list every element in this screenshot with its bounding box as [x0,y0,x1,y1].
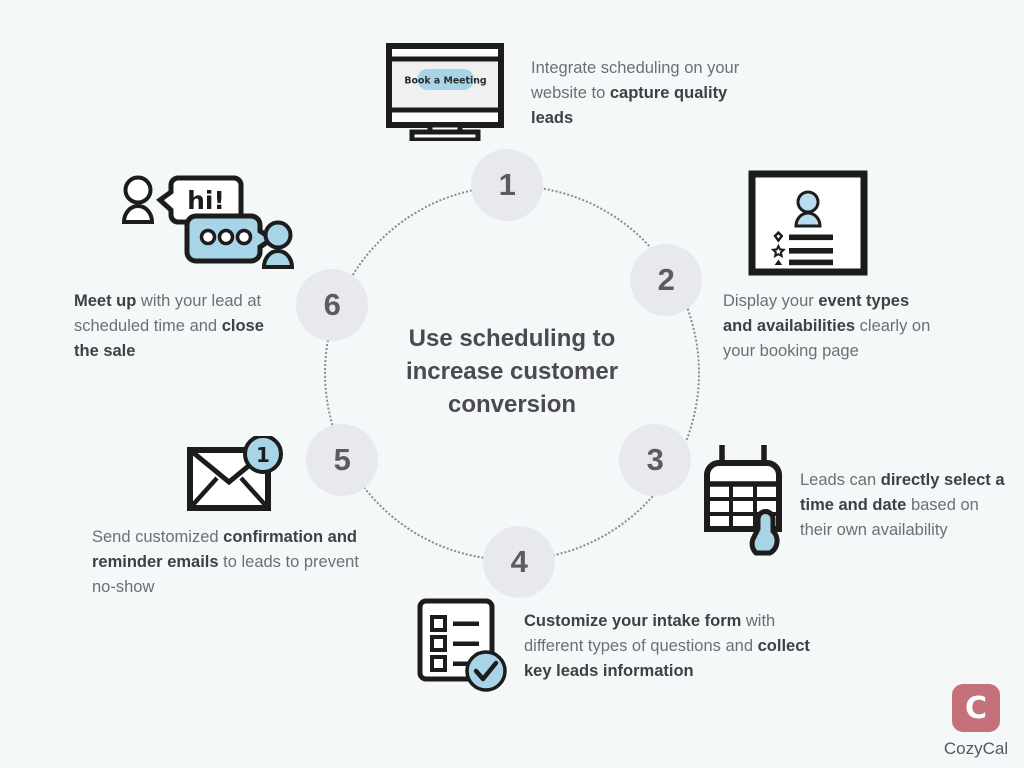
step-1-description: Integrate scheduling on your website to … [531,56,741,131]
cozycal-brand-name: CozyCal [943,739,1009,758]
step-4-description: Customize your intake form with differen… [524,609,814,684]
step-2-description: Display your event types and availabilit… [723,289,941,364]
step-circle-6[interactable]: 6 [296,269,368,341]
step-circle-1[interactable]: 1 [471,149,543,221]
calendar-pointer-icon [701,441,789,564]
step-3-text-bold: directly select a time and date [800,471,1005,514]
step-3-text-plain-2: based on their own availability [800,496,979,539]
step-4-text-bold-2: collect key leads information [524,637,810,680]
profile-card-icon [748,170,868,285]
book-a-meeting-label: Book a Meeting [404,76,486,87]
center-headline: Use scheduling to increase customer conv… [372,322,652,421]
step-6-text-bold-2: close the sale [74,317,264,360]
step-6-text-bold-1: Meet up [74,292,137,310]
step-1-text-plain: Integrate scheduling on your website to [531,59,740,102]
step-5-text-plain-1: Send customized [92,528,224,546]
cozycal-logo-mark: C [952,684,1000,732]
step-6-description: Meet up with your lead at scheduled time… [74,289,279,364]
step-2-text-bold: event types and availabilities [723,292,910,335]
step-circle-3[interactable]: 3 [619,424,691,496]
step-4-text-plain: with different types of questions and [524,612,776,655]
step-circle-2[interactable]: 2 [630,244,702,316]
step-3-text-plain-1: Leads can [800,471,881,489]
step-2-text-plain-2: clearly on your booking page [723,317,931,360]
step-circle-5[interactable]: 5 [306,424,378,496]
step-3-description: Leads can directly select a time and dat… [800,468,1012,543]
conversation-icon: hi! [116,172,296,277]
brand-logo[interactable]: C CozyCal [930,684,1022,759]
center-headline-line-2: increase customer [405,358,619,385]
step-4-text-bold-1: Customize your intake form [524,612,742,630]
email-notification-icon: 1 [186,434,286,517]
center-headline-line-3: conversion [447,391,577,418]
step-2-text-plain-1: Display your [723,292,819,310]
step-5-text-bold: confirmation and reminder emails [92,528,357,571]
desktop-monitor-icon: Book a Meeting [386,43,504,146]
center-headline-line-1: Use scheduling to [408,325,616,352]
intake-form-icon [416,597,512,698]
step-6-text-plain: with your lead at scheduled time and [74,292,262,335]
hi-speech-label: hi! [187,186,225,215]
email-badge-count: 1 [256,443,270,467]
step-5-text-plain-2: to leads to prevent no-show [92,553,359,596]
step-circle-4[interactable]: 4 [483,526,555,598]
step-5-description: Send customized confirmation and reminde… [92,525,360,600]
step-1-text-bold: capture quality leads [531,84,728,127]
